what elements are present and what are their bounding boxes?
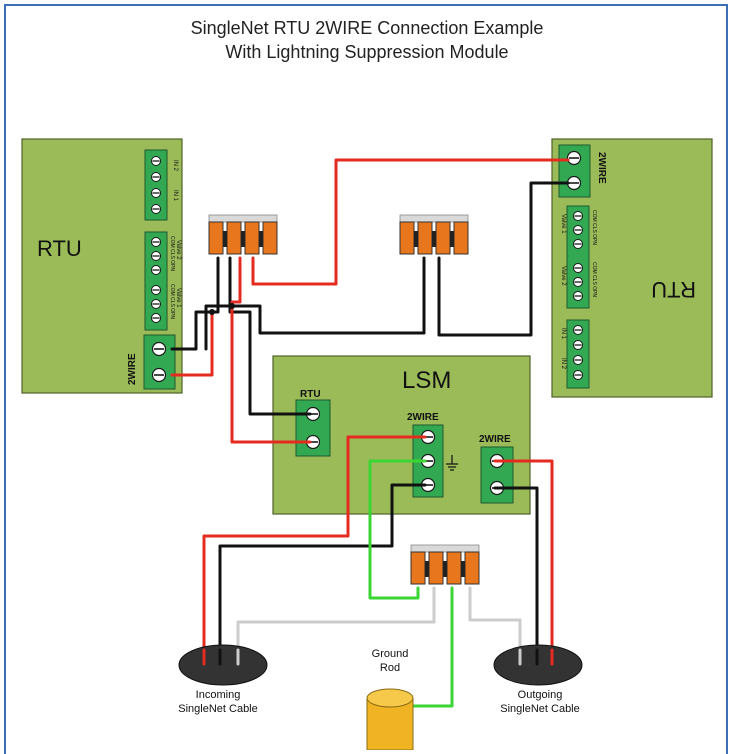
outgoing-cable-label-line2: SingleNet Cable [500, 703, 580, 715]
wire-black-clip2-to-rtu-right [437, 181, 570, 337]
rtu-right-valve-terminals [566, 205, 590, 309]
lsm-2wire-out-label: 2WIRE [479, 434, 511, 445]
wire-gray-outgoing-shield [468, 586, 522, 666]
wire-red-lsm-to-outgoing [493, 459, 554, 666]
title-line-2: With Lightning Suppression Module [225, 42, 509, 62]
wire-red-lsm-to-incoming [202, 435, 427, 666]
rtu-left-valve2-label: Valve 2 [175, 240, 181, 260]
rtu-right-2wire-terminal [558, 144, 591, 198]
ground-rod-label-line2: Rod [380, 662, 400, 674]
incoming-cable-label-line1: Incoming [196, 689, 241, 701]
rtu-left-2wire-label: 2WIRE [127, 353, 138, 385]
wire-red-rtu-left-to-clip1 [170, 310, 214, 377]
rtu-left-valve-terminals [144, 231, 168, 331]
wire-connector-clip-3 [410, 544, 480, 585]
outgoing-cable-label-line1: Outgoing [518, 689, 563, 701]
rtu-left-valve2-com-label: COM CLS OPN [169, 236, 175, 271]
incoming-cable-end [178, 644, 268, 686]
rtu-left-2wire-terminal [143, 334, 176, 390]
rtu-right-valve2-com-label: COM CLS OPN [591, 262, 597, 297]
wire-junction-dot [229, 303, 235, 309]
rtu-left-label: RTU [37, 236, 82, 261]
wire-connector-clip-1 [208, 214, 278, 255]
ground-rod-label-line1: Ground [372, 648, 409, 660]
lsm-2wire-in-label: 2WIRE [407, 412, 439, 423]
lsm-label: LSM [402, 367, 451, 394]
rtu-left-valve1-label: Valve 1 [175, 288, 181, 308]
rtu-right-valve2-label: Valve 2 [560, 266, 566, 286]
rtu-right-input-terminals [566, 319, 590, 389]
rtu-left-in1-label: IN 1 [172, 190, 178, 202]
rtu-right-label: RTU [651, 277, 696, 302]
wire-connector-clip-2 [399, 214, 469, 255]
wire-black-rtu-left-to-clip1 [170, 256, 220, 351]
rtu-right-valve1-label: Valve 1 [560, 214, 566, 234]
title-line-1: SingleNet RTU 2WIRE Connection Example [190, 18, 544, 38]
wire-junction-dot [209, 309, 215, 315]
lsm-rtu-port-label: RTU [300, 389, 321, 400]
wire-green-lsm-to-clip3 [368, 459, 427, 600]
ground-rod-icon [366, 688, 414, 750]
rtu-right-in2-label: IN 2 [560, 358, 566, 370]
rtu-right-valve1-com-label: COM CLS OPN [591, 210, 597, 245]
diagram-frame [4, 4, 728, 754]
wire-black-clip2-to-rtu-left [204, 256, 426, 351]
diagram-title: SingleNet RTU 2WIRE Connection Example W… [0, 16, 734, 64]
rtu-right-in1-label: IN 1 [560, 328, 566, 340]
lsm-2wire-out-terminal [480, 446, 514, 504]
lsm-rtu-terminal [295, 399, 331, 457]
ground-symbol-icon [446, 455, 458, 471]
wire-red-clip1-to-rtu-right [251, 158, 570, 286]
rtu-right-2wire-label: 2WIRE [596, 152, 607, 184]
wire-black-lsm-to-outgoing [493, 486, 539, 666]
rtu-left-in2-label: IN 2 [172, 160, 178, 172]
wire-red-clip1-to-lsm [230, 256, 312, 444]
wire-black-clip1-to-lsm [228, 256, 312, 416]
incoming-cable-label-line2: SingleNet Cable [178, 703, 258, 715]
rtu-left-input-terminals [144, 149, 168, 221]
wire-gray-incoming-shield [236, 586, 436, 666]
wire-green-ground-rod [410, 586, 454, 708]
rtu-left-valve1-com-label: COM CLS OPN [169, 284, 175, 319]
wire-black-lsm-to-incoming [218, 483, 427, 666]
